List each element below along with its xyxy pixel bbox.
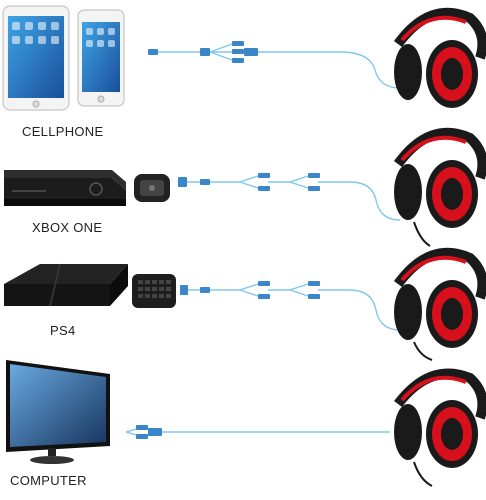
app-icons [12,22,115,47]
ps4-console-image [4,263,128,307]
monitor-image [6,360,110,464]
jack-connectors-3 [180,281,320,299]
jack-connectors-1 [148,41,258,63]
label-computer: COMPUTER [10,473,87,488]
headset-image-1 [393,7,486,108]
label-ps4: PS4 [50,323,76,338]
jack-connectors-4 [136,425,162,439]
jack-connectors-2 [178,173,320,191]
cable-adapter-1 [150,43,401,89]
xbox-adapter-image [134,174,170,202]
headset-image-2 [393,127,486,247]
cable-adapter-3 [186,283,401,331]
ps4-keypad-image [132,274,176,308]
xbox-console-image [4,170,126,206]
label-xbox-one: XBOX ONE [32,220,103,235]
tablet-image [2,5,70,111]
label-cellphone: CELLPHONE [22,124,104,139]
phone-image [77,9,125,107]
headset-image-3 [393,247,486,361]
cable-adapter-4 [125,427,390,437]
cable-adapter-2 [186,175,401,221]
headset-image-4 [394,368,486,487]
